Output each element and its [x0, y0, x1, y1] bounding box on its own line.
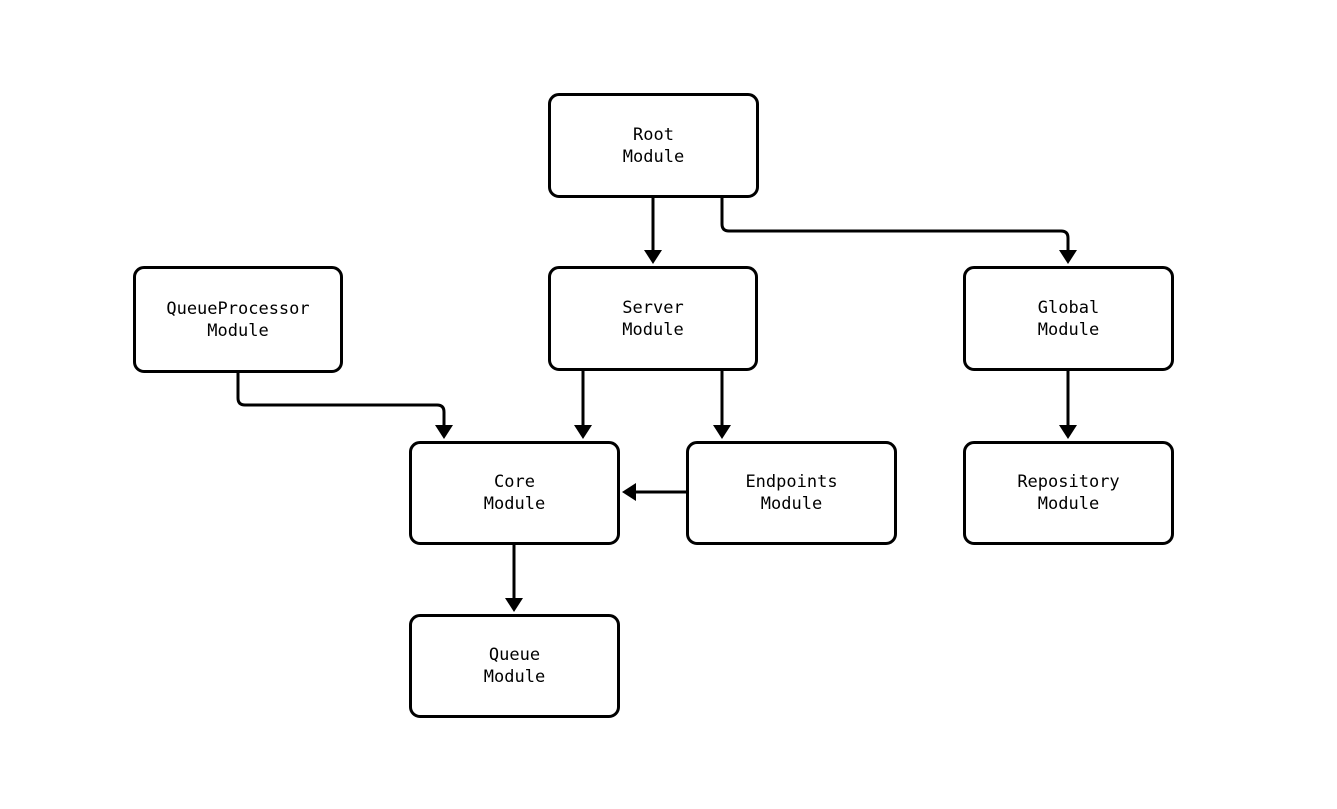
- node-endpoints[interactable]: Endpoints Module: [686, 441, 897, 545]
- arrowhead-global-to-repository: [1059, 425, 1077, 439]
- node-root[interactable]: Root Module: [548, 93, 759, 198]
- node-global[interactable]: Global Module: [963, 266, 1174, 371]
- node-repository[interactable]: Repository Module: [963, 441, 1174, 545]
- node-label-queue: Queue Module: [483, 645, 546, 687]
- node-queue[interactable]: Queue Module: [409, 614, 620, 718]
- node-core[interactable]: Core Module: [409, 441, 620, 545]
- node-label-queueprocessor: QueueProcessor Module: [166, 298, 310, 341]
- arrowhead-root-to-global: [1059, 250, 1077, 264]
- edge-root-to-global: [720, 198, 1070, 256]
- node-label-core: Core Module: [483, 472, 546, 514]
- node-label-server: Server Module: [622, 297, 684, 340]
- node-label-global: Global Module: [1037, 297, 1100, 340]
- node-queueprocessor[interactable]: QueueProcessor Module: [133, 266, 343, 373]
- arrowhead-core-to-queue: [505, 598, 523, 612]
- arrowhead-root-to-server: [644, 250, 662, 264]
- edge-queueprocessor-to-core: [236, 373, 446, 431]
- node-server[interactable]: Server Module: [548, 266, 758, 371]
- arrowhead-server-to-core: [574, 425, 592, 439]
- node-label-root: Root Module: [622, 124, 685, 167]
- arrowhead-queueprocessor-to-core: [435, 425, 453, 439]
- node-label-repository: Repository Module: [1017, 472, 1120, 514]
- node-label-endpoints: Endpoints Module: [745, 472, 838, 514]
- arrowhead-endpoints-to-core: [622, 483, 636, 501]
- arrowhead-server-to-endpoints: [713, 425, 731, 439]
